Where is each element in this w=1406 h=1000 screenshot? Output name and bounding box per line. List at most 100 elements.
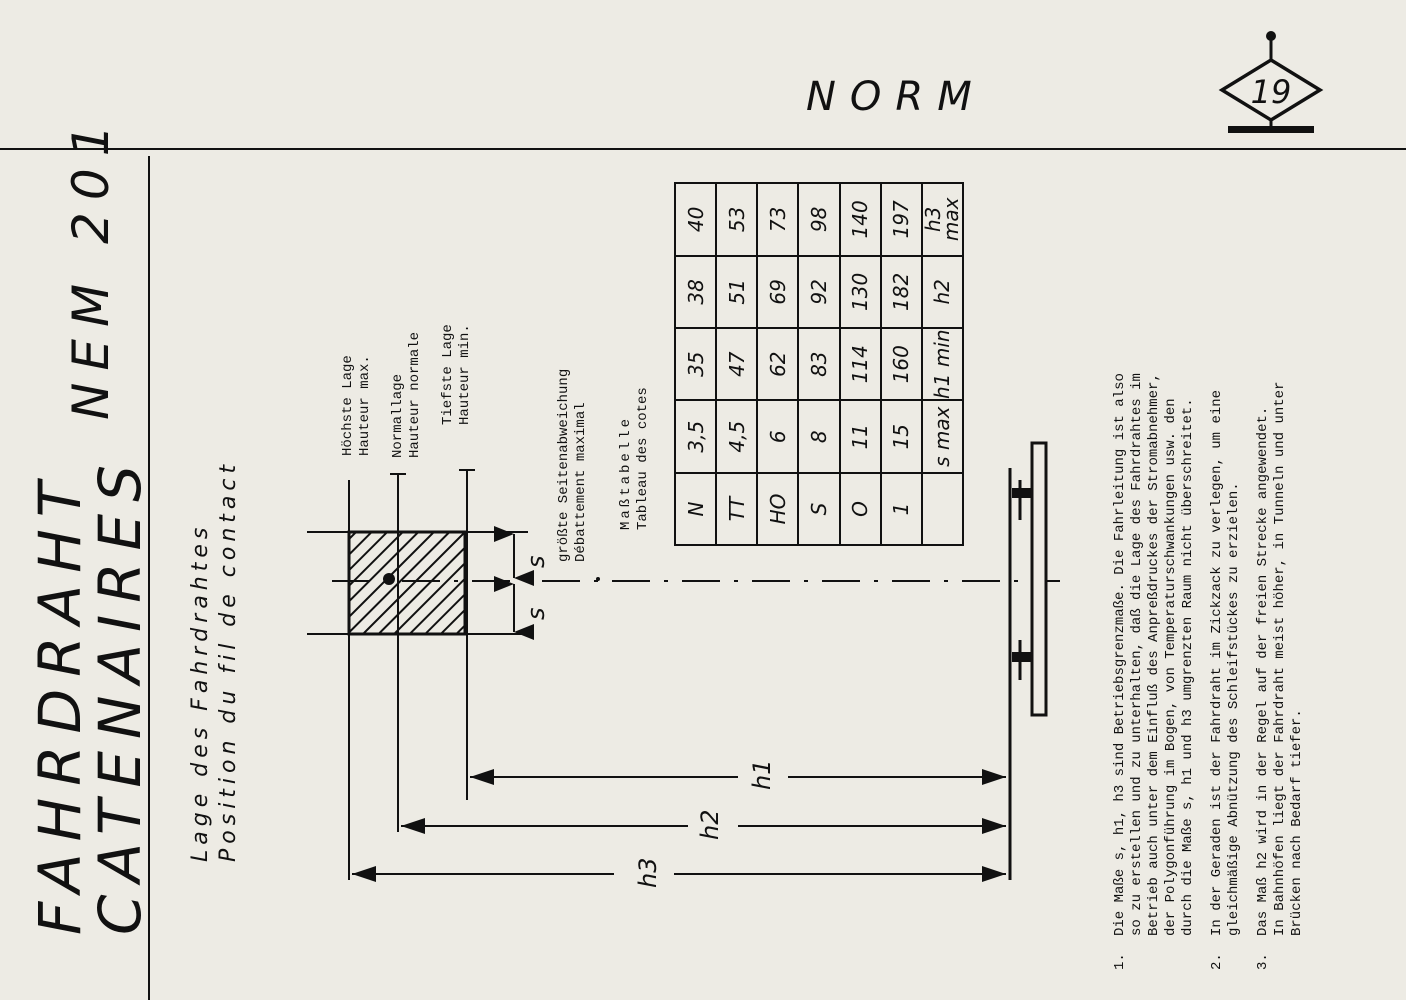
table-cell: 69 — [757, 255, 799, 329]
table-header-cell: h2 — [921, 255, 963, 329]
sway-label-dot — [596, 577, 600, 581]
rail-head — [1030, 441, 1048, 717]
h2-label-gap — [688, 810, 738, 842]
table-cell: 92 — [798, 255, 840, 329]
table-cell: 8 — [798, 400, 840, 473]
table-row: TT 4,5 47 51 53 — [716, 183, 758, 545]
h1-label: h1 — [748, 759, 776, 790]
table-cell: 3,5 — [675, 400, 717, 473]
table-title-fr: Tableau des cotes — [635, 387, 651, 530]
table-row: O 11 114 130 140 — [839, 183, 881, 545]
table-cell: 11 — [839, 400, 881, 473]
table-row: N 3,5 35 38 40 — [675, 183, 717, 545]
table-cell: 130 — [839, 255, 881, 329]
table-header-row: s max h1 min h2 h3 max — [921, 183, 963, 545]
label-max-fr: Hauteur max. — [357, 355, 373, 456]
table-cell: 197 — [880, 183, 922, 256]
note-line: In der Geraden ist der Fahrdraht im Zick… — [1209, 389, 1225, 936]
note-3-number: 3. — [1255, 953, 1271, 970]
note-line: so zu erstellen und zu unterhalten, daß … — [1129, 373, 1145, 936]
label-min-height: Tiefste Lage Hauteur min. — [440, 324, 474, 425]
label-max-de: Höchste Lage — [340, 355, 356, 456]
table-cell: 6 — [757, 400, 799, 473]
note-2: 2. In der Geraden ist der Fahrdraht im Z… — [1209, 373, 1243, 970]
h1-label-gap — [738, 762, 788, 792]
table-cell: TT — [716, 473, 758, 545]
h3-label-gap — [614, 858, 674, 890]
rail-clip-upper — [1012, 488, 1032, 498]
rail-clip-lower — [1012, 652, 1032, 662]
table-cell: 140 — [839, 183, 881, 256]
table-cell: 15 — [880, 400, 922, 473]
h2-label: h2 — [696, 809, 724, 840]
label-min-de: Tiefste Lage — [440, 324, 456, 425]
dimension-table: N 3,5 35 38 40 TT 4,5 47 51 53 HO 6 62 6… — [674, 182, 964, 546]
table-header-cell: h1 min — [921, 328, 963, 401]
table-header-cell: h3 max — [921, 183, 963, 256]
table-row: S 8 83 92 98 — [798, 183, 840, 545]
note-line: Betrieb auch unter dem Einfluß des Anpre… — [1146, 373, 1162, 936]
norm-heading: NORM — [806, 74, 986, 120]
table-cell: 51 — [716, 255, 758, 329]
h3-label: h3 — [634, 857, 662, 888]
table-cell: 73 — [757, 183, 799, 256]
note-1-text: Die Maße s, h1, h3 sind Betriebsgrenzmaß… — [1112, 373, 1197, 936]
note-3: 3. Das Maß h2 wird in der Regel auf der … — [1255, 373, 1306, 971]
table-cell: N — [675, 473, 717, 545]
note-line: gleichmäßige Abnützung des Schleifstücke… — [1226, 482, 1242, 936]
table-cell: S — [798, 473, 840, 545]
label-normal-de: Normallage — [390, 373, 406, 458]
title-column-rule — [148, 156, 150, 1000]
table-header-cell — [921, 473, 963, 545]
table-cell: 38 — [675, 255, 717, 329]
note-line: Das Maß h2 wird in der Regel auf der fre… — [1255, 406, 1271, 936]
note-3-text: Das Maß h2 wird in der Regel auf der fre… — [1255, 382, 1306, 937]
header-rule — [0, 148, 1406, 150]
contact-wire-point — [383, 573, 395, 585]
table-cell: 53 — [716, 183, 758, 256]
label-max-height: Höchste Lage Hauteur max. — [340, 355, 374, 456]
s-upper-label: s — [522, 555, 550, 568]
table-cell: 62 — [757, 328, 799, 401]
note-line: Brücken nach Bedarf tiefer. — [1289, 709, 1305, 936]
table-cell: 47 — [716, 328, 758, 401]
table-row: 1 15 160 182 197 — [880, 183, 922, 545]
note-line: durch die Maße s, h1 und h3 umgrenzten R… — [1180, 398, 1196, 936]
note-2-number: 2. — [1209, 953, 1225, 970]
table-row: HO 6 62 69 73 — [757, 183, 799, 545]
note-line: Die Maße s, h1, h3 sind Betriebsgrenzmaß… — [1112, 373, 1128, 936]
sheet-number: 19 — [1251, 73, 1292, 111]
note-2-text: In der Geraden ist der Fahrdraht im Zick… — [1209, 390, 1243, 936]
table-cell: 4,5 — [716, 400, 758, 473]
sheet-badge: 19 — [1218, 31, 1324, 133]
badge-base-bar — [1228, 126, 1314, 133]
label-sway-fr: Débattement maximal — [573, 402, 589, 562]
table-cell: HO — [757, 473, 799, 545]
table-cell: 160 — [880, 328, 922, 401]
label-sway-de: größte Seitenabweichung — [556, 368, 572, 562]
table-title: Maßtabelle Tableau des cotes — [618, 387, 652, 530]
table-cell: 1 — [880, 473, 922, 545]
table-cell: 40 — [675, 183, 717, 256]
label-max-sway: größte Seitenabweichung Débattement maxi… — [556, 369, 590, 562]
note-line: In Bahnhöfen liegt der Fahrdraht meist h… — [1272, 381, 1288, 937]
table-cell: 182 — [880, 255, 922, 329]
label-normal-fr: Hauteur normale — [407, 331, 423, 458]
s-lower-label: s — [522, 607, 550, 620]
table-title-de: Maßtabelle — [618, 415, 634, 530]
table-cell: 83 — [798, 328, 840, 401]
label-normal-height: Normallage Hauteur normale — [390, 332, 424, 458]
note-1-number: 1. — [1112, 953, 1128, 970]
label-min-fr: Hauteur min. — [457, 324, 473, 425]
note-line: der Polygonführung im Bogen, von Tempera… — [1163, 398, 1179, 936]
note-1: 1. Die Maße s, h1, h3 sind Betriebsgrenz… — [1112, 373, 1197, 970]
table-cell: 35 — [675, 328, 717, 401]
table-cell: O — [839, 473, 881, 545]
table-cell: 98 — [798, 183, 840, 256]
table-header-cell: s max — [921, 400, 963, 473]
notes-block: 1. Die Maße s, h1, h3 sind Betriebsgrenz… — [1112, 373, 1306, 970]
dimension-table-wrapper: N 3,5 35 38 40 TT 4,5 47 51 53 HO 6 62 6… — [674, 182, 964, 546]
table-cell: 114 — [839, 328, 881, 401]
